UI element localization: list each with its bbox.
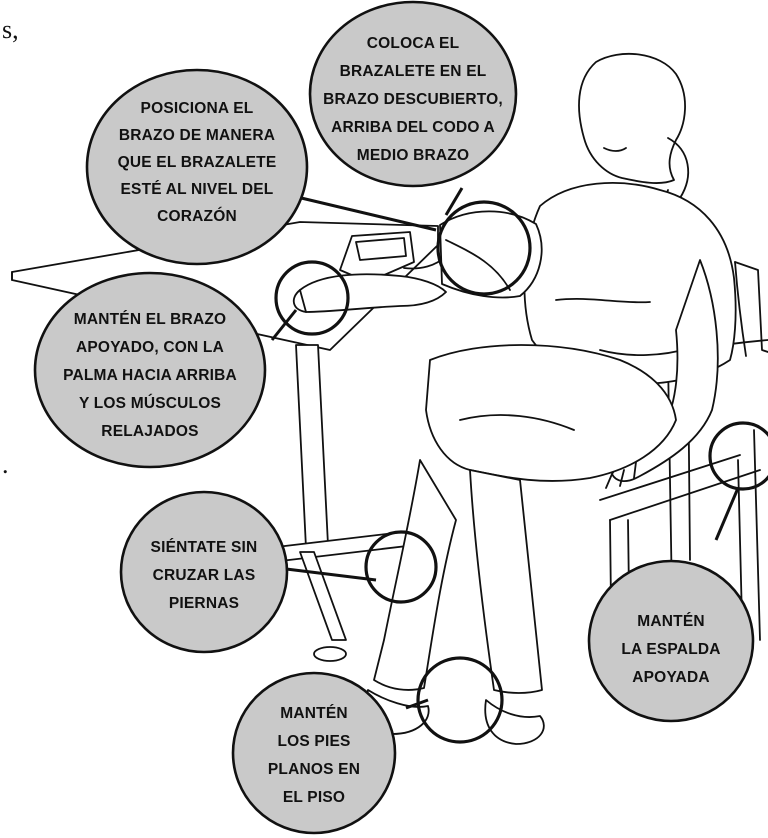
- callout-back-line-2: LA ESPALDA: [621, 641, 720, 658]
- focus-ring-back: [708, 421, 768, 491]
- callout-back: MANTÉN LA ESPALDA APOYADA: [587, 559, 755, 723]
- edge-text-fragment-mid: .: [2, 450, 9, 479]
- focus-ring-feet: [416, 656, 504, 744]
- callout-arm-support: MANTÉN EL BRAZO APOYADO, CON LA PALMA HA…: [33, 271, 267, 469]
- callout-arm-position-line-2: BRAZO DE MANERA: [119, 127, 275, 144]
- callout-cuff-placement-line-4: ARRIBA DEL CODO A: [331, 119, 495, 136]
- callout-arm-support-line-3: PALMA HACIA ARRIBA: [63, 367, 237, 384]
- callout-cuff-placement-line-2: BRAZALETE EN EL: [340, 63, 487, 80]
- callout-feet-line-3: PLANOS EN: [268, 761, 360, 778]
- callout-cuff-placement-line-3: BRAZO DESCUBIERTO,: [323, 91, 503, 108]
- callout-legs-line-2: CRUZAR LAS: [153, 567, 256, 584]
- callout-arm-position-line-4: ESTÉ AL NIVEL DEL: [121, 181, 274, 198]
- callout-feet-line-1: MANTÉN: [280, 705, 348, 722]
- callout-arm-support-line-5: RELAJADOS: [101, 423, 198, 440]
- callout-legs-line-1: SIÉNTATE SIN: [151, 539, 258, 556]
- callout-arm-support-line-4: Y LOS MÚSCULOS: [79, 394, 221, 412]
- callout-cuff-placement-line-5: MEDIO BRAZO: [357, 147, 469, 164]
- callout-cuff-placement: COLOCA EL BRAZALETE EN EL BRAZO DESCUBIE…: [308, 0, 518, 188]
- callout-feet-line-4: EL PISO: [283, 789, 345, 806]
- focus-ring-upper-arm: [436, 200, 532, 296]
- callout-legs-line-3: PIERNAS: [169, 595, 239, 612]
- callout-arm-position-line-1: POSICIONA EL: [141, 100, 254, 117]
- seated-person-illustration: [292, 52, 737, 745]
- callout-arm-position-line-5: CORAZÓN: [157, 207, 237, 225]
- focus-ring-hand: [274, 260, 350, 336]
- callout-feet: MANTÉN LOS PIES PLANOS EN EL PISO: [231, 671, 397, 835]
- callout-arm-support-line-2: APOYADO, CON LA: [76, 339, 224, 356]
- callout-legs: SIÉNTATE SIN CRUZAR LAS PIERNAS: [119, 490, 289, 654]
- callout-back-line-1: MANTÉN: [637, 613, 705, 630]
- callout-feet-line-2: LOS PIES: [277, 733, 350, 750]
- bp-monitor-device: [339, 231, 447, 283]
- callout-cuff-placement-line-1: COLOCA EL: [367, 35, 460, 52]
- callout-back-line-3: APOYADA: [632, 669, 710, 686]
- callout-arm-position: POSICIONA EL BRAZO DE MANERA QUE EL BRAZ…: [85, 68, 309, 266]
- callout-arm-support-line-1: MANTÉN EL BRAZO: [74, 311, 227, 328]
- edge-text-fragment-top: s,: [2, 15, 19, 44]
- focus-ring-knees: [364, 530, 438, 604]
- callout-arm-position-line-3: QUE EL BRAZALETE: [118, 154, 277, 171]
